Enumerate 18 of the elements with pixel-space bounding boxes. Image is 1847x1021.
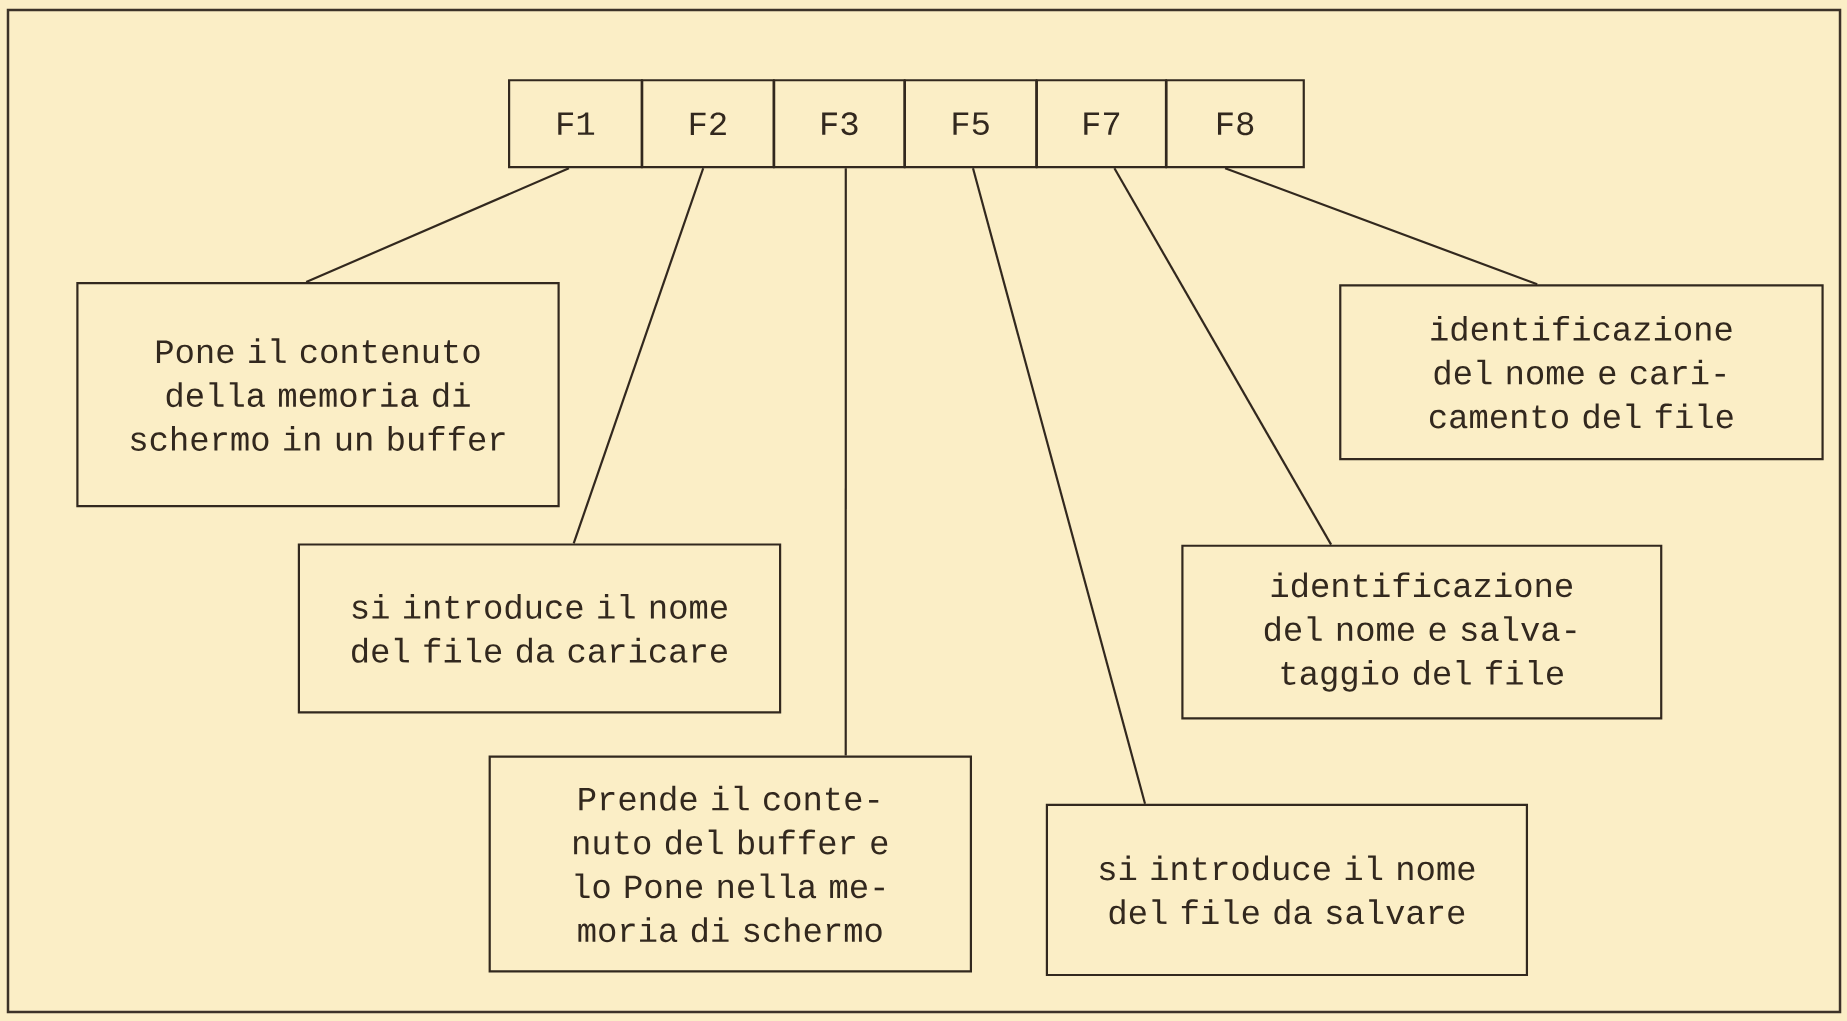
leader-line <box>1113 167 1333 546</box>
key-cell: F2 <box>641 79 775 169</box>
description-box: si introduce il nome del file da salvare <box>1045 803 1528 977</box>
leader-line <box>572 167 705 544</box>
key-cell: F1 <box>508 79 643 169</box>
description-box: identificazione del nome e cari- camento del file <box>1339 284 1824 461</box>
key-cell: F8 <box>1165 79 1305 169</box>
key-cell: F3 <box>773 79 906 169</box>
leader-line <box>971 167 1147 804</box>
description-box: si introduce il nome del file da caricare <box>297 543 782 714</box>
description-box: identificazione del nome e salva- taggio del file <box>1181 544 1663 720</box>
key-cell: F7 <box>1035 79 1168 169</box>
description-box: Prende il conte- nuto del buffer e lo Pone nella me- moria di schermo <box>488 755 972 973</box>
key-cell: F5 <box>903 79 1038 169</box>
leader-line <box>844 168 847 756</box>
leader-line <box>305 167 570 284</box>
description-box: Pone il contenuto della memoria di schermo in un buffer <box>76 282 560 508</box>
leader-line <box>1224 167 1538 286</box>
